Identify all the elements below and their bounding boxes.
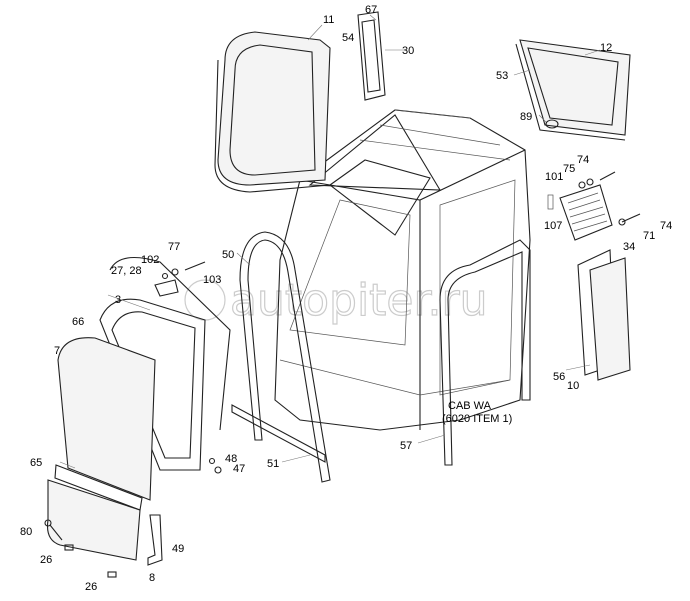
label-74-top: 74 — [577, 154, 589, 166]
part-12-roof-window — [515, 39, 631, 141]
watermark: autopiter.ru — [184, 274, 488, 327]
label-53: 53 — [496, 70, 508, 82]
cab-note-line2: (6020 ITEM 1) — [442, 413, 512, 425]
label-30: 30 — [402, 45, 414, 57]
label-10: 10 — [567, 380, 579, 392]
label-47: 47 — [233, 463, 245, 475]
part-10-side-window — [577, 249, 631, 381]
label-65: 65 — [30, 457, 42, 469]
label-77: 77 — [168, 241, 180, 253]
leader-lines — [59, 14, 601, 469]
label-51: 51 — [267, 458, 279, 470]
label-66: 66 — [72, 316, 84, 328]
label-102: 102 — [141, 254, 159, 266]
label-101: 101 — [545, 171, 563, 183]
label-56: 56 — [553, 371, 565, 383]
callout-labels: 11 67 54 30 12 53 89 74 75 101 107 74 71… — [20, 4, 672, 593]
cab-body — [274, 109, 554, 431]
label-71: 71 — [643, 230, 655, 242]
part-66-door-frame — [99, 256, 231, 471]
part-11-rear-window — [214, 31, 331, 193]
label-34: 34 — [623, 241, 635, 253]
cab-note-line1: CAB WA — [448, 400, 492, 412]
label-74-bottom: 74 — [660, 220, 672, 232]
label-107: 107 — [544, 220, 562, 232]
part-30-seal — [357, 11, 386, 101]
part-8-lower-glass — [46, 464, 143, 561]
part-50-seal — [239, 231, 331, 483]
label-67: 67 — [365, 4, 377, 16]
label-54: 54 — [342, 32, 354, 44]
part-57-seal — [439, 239, 531, 466]
label-11: 11 — [323, 14, 334, 26]
label-49: 49 — [172, 543, 184, 555]
part-7-door-glass — [57, 337, 156, 501]
part-34-vent — [559, 171, 641, 241]
svg-text:autopiter.ru: autopiter.ru — [230, 275, 488, 326]
label-103: 103 — [203, 274, 221, 286]
label-75: 75 — [563, 163, 575, 175]
label-8: 8 — [149, 572, 155, 584]
label-48: 48 — [225, 453, 237, 465]
label-3: 3 — [115, 294, 121, 306]
label-27-28: 27, 28 — [111, 265, 142, 277]
label-12: 12 — [600, 42, 612, 54]
label-50: 50 — [222, 249, 234, 261]
label-80: 80 — [20, 526, 32, 538]
label-26-a: 26 — [40, 554, 52, 566]
label-89: 89 — [520, 111, 532, 123]
label-7: 7 — [54, 345, 60, 357]
label-26-b: 26 — [85, 581, 97, 593]
label-57: 57 — [400, 440, 412, 452]
fasteners — [44, 261, 222, 578]
part-51-rail — [231, 404, 326, 463]
part-49-seal — [147, 514, 163, 566]
